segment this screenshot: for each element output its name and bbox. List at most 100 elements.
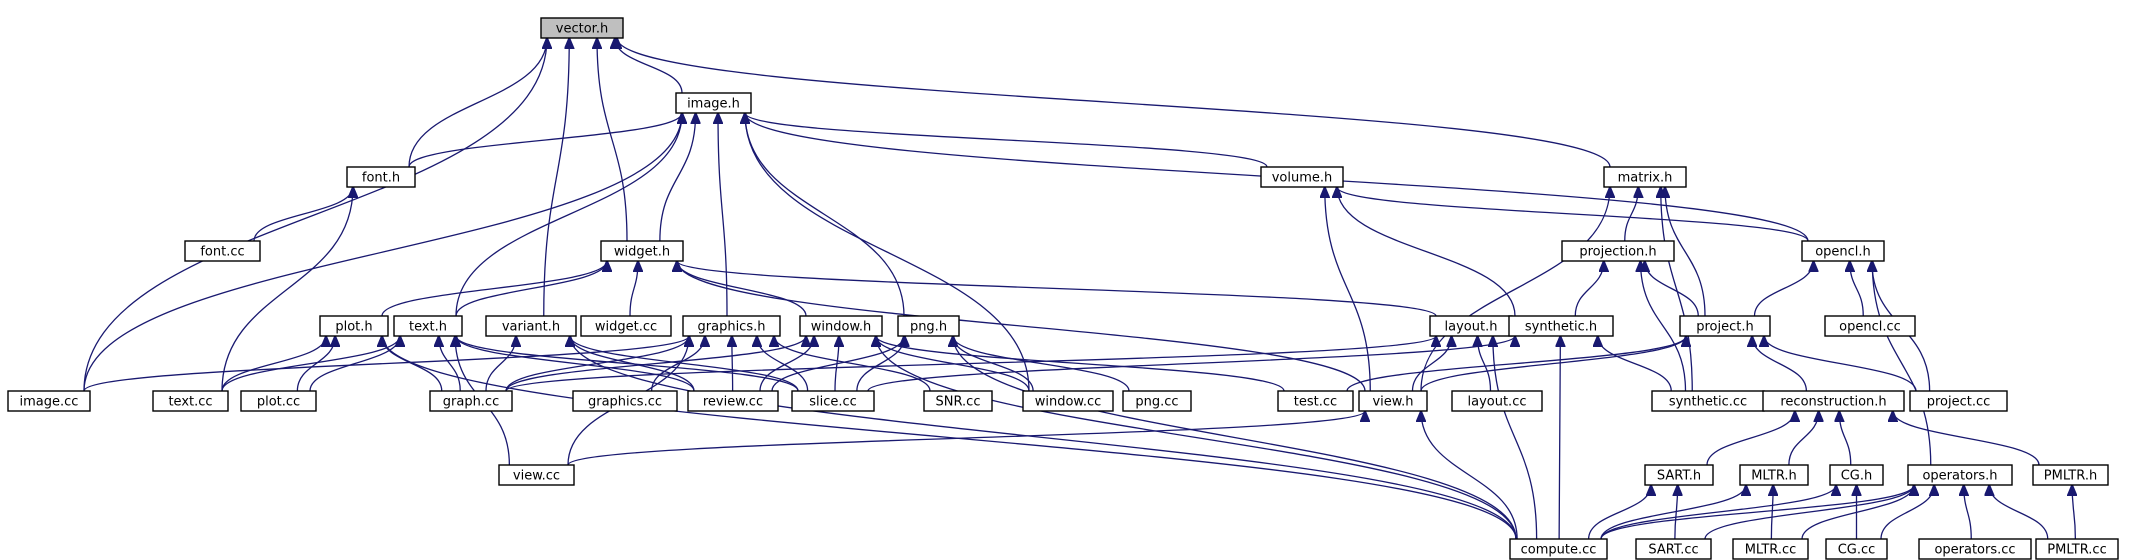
edge-text-h-to-widget-h bbox=[455, 261, 607, 317]
node-PMLTR-cc[interactable]: PMLTR.cc bbox=[2035, 538, 2119, 560]
edge-operators-cc-to-operators-h bbox=[1964, 485, 1972, 540]
node-layout-cc[interactable]: layout.cc bbox=[1451, 390, 1543, 412]
edge-graph-cc-to-variant-h bbox=[485, 336, 516, 392]
node-plot-h[interactable]: plot.h bbox=[319, 315, 389, 337]
node-graph-cc[interactable]: graph.cc bbox=[429, 390, 513, 412]
node-box bbox=[346, 166, 416, 188]
node-label: MLTR.cc bbox=[1745, 543, 1797, 558]
node-opencl-h[interactable]: opencl.h bbox=[1801, 240, 1885, 262]
node-PMLTR-h[interactable]: PMLTR.h bbox=[2032, 464, 2109, 486]
node-box bbox=[485, 315, 577, 337]
node-png-cc[interactable]: png.cc bbox=[1122, 390, 1192, 412]
node-label: text.cc bbox=[168, 395, 212, 410]
node-box bbox=[682, 315, 781, 337]
edge-compute-cc-to-MLTR-h bbox=[1600, 485, 1746, 540]
edge-png-h-to-image-h bbox=[745, 113, 905, 317]
edge-view-h-to-widget-h bbox=[677, 261, 1366, 392]
node-view-cc[interactable]: view.cc bbox=[498, 464, 575, 486]
node-box bbox=[184, 240, 261, 262]
node-png-h[interactable]: png.h bbox=[897, 315, 960, 337]
edges-layer bbox=[83, 38, 2075, 540]
edge-projection-h-to-matrix-h bbox=[1624, 187, 1639, 242]
edge-widget-cc-to-widget-h bbox=[629, 261, 638, 317]
node-window-h[interactable]: window.h bbox=[799, 315, 883, 337]
node-layout-h[interactable]: layout.h bbox=[1429, 315, 1513, 337]
node-label: compute.cc bbox=[1521, 543, 1597, 558]
node-label: volume.h bbox=[1272, 171, 1333, 186]
node-operators-h[interactable]: operators.h bbox=[1907, 464, 2013, 486]
node-MLTR-h[interactable]: MLTR.h bbox=[1739, 464, 1809, 486]
node-review-cc[interactable]: review.cc bbox=[687, 390, 779, 412]
node-SART-cc[interactable]: SART.cc bbox=[1635, 538, 1712, 560]
node-image-h[interactable]: image.h bbox=[675, 92, 752, 114]
node-volume-h[interactable]: volume.h bbox=[1260, 166, 1344, 188]
edge-PMLTR-cc-to-operators-h bbox=[1989, 485, 2049, 540]
node-vector-h[interactable]: vector.h bbox=[540, 17, 624, 39]
node-label: opencl.cc bbox=[1839, 320, 1901, 335]
node-label: synthetic.h bbox=[1525, 320, 1597, 335]
node-SART-h[interactable]: SART.h bbox=[1644, 464, 1714, 486]
edge-CG-cc-to-operators-h bbox=[1880, 485, 1934, 540]
node-project-h[interactable]: project.h bbox=[1679, 315, 1771, 337]
node-synthetic-cc[interactable]: synthetic.cc bbox=[1651, 390, 1765, 412]
node-box bbox=[1509, 538, 1608, 560]
edge-volume-h-to-image-h bbox=[745, 113, 1268, 168]
node-label: view.h bbox=[1372, 395, 1413, 410]
edge-review-cc-to-window-h bbox=[759, 336, 814, 392]
edge-SART-h-to-reconstruction-h bbox=[1706, 411, 1795, 466]
node-compute-cc[interactable]: compute.cc bbox=[1509, 538, 1608, 560]
edge-compute-cc-to-plot-h bbox=[382, 336, 1517, 540]
node-MLTR-cc[interactable]: MLTR.cc bbox=[1732, 538, 1809, 560]
node-test-cc[interactable]: test.cc bbox=[1277, 390, 1354, 412]
node-operators-cc[interactable]: operators.cc bbox=[1918, 538, 2032, 560]
node-slice-cc[interactable]: slice.cc bbox=[791, 390, 875, 412]
edge-test-cc-to-window-h bbox=[876, 336, 1285, 392]
node-label: slice.cc bbox=[809, 395, 857, 410]
node-graphics-h[interactable]: graphics.h bbox=[682, 315, 781, 337]
edge-plot-cc-to-plot-h bbox=[296, 336, 335, 392]
node-label: png.h bbox=[910, 320, 947, 335]
node-graphics-cc[interactable]: graphics.cc bbox=[572, 390, 678, 412]
node-box bbox=[2035, 538, 2119, 560]
node-reconstruction-h[interactable]: reconstruction.h bbox=[1762, 390, 1905, 412]
node-image-cc[interactable]: image.cc bbox=[7, 390, 91, 412]
node-label: synthetic.cc bbox=[1669, 395, 1747, 410]
node-text-cc[interactable]: text.cc bbox=[152, 390, 229, 412]
edge-graphics-cc-to-graphics-h bbox=[650, 336, 705, 392]
node-CG-h[interactable]: CG.h bbox=[1829, 464, 1884, 486]
node-synthetic-h[interactable]: synthetic.h bbox=[1508, 315, 1614, 337]
node-box bbox=[152, 390, 229, 412]
node-view-h[interactable]: view.h bbox=[1358, 390, 1428, 412]
node-plot-cc[interactable]: plot.cc bbox=[240, 390, 317, 412]
node-opencl-cc[interactable]: opencl.cc bbox=[1824, 315, 1916, 337]
node-widget-cc[interactable]: widget.cc bbox=[580, 315, 672, 337]
node-label: vector.h bbox=[556, 22, 608, 37]
edge-compute-cc-to-SART-h bbox=[1587, 485, 1651, 540]
node-font-cc[interactable]: font.cc bbox=[184, 240, 261, 262]
node-box bbox=[1277, 390, 1354, 412]
node-CG-cc[interactable]: CG.cc bbox=[1825, 538, 1888, 560]
node-SNR-cc[interactable]: SNR.cc bbox=[923, 390, 993, 412]
edge-PMLTR-cc-to-PMLTR-h bbox=[2072, 485, 2075, 540]
edge-review-cc-to-graphics-h bbox=[732, 336, 733, 392]
node-label: font.h bbox=[362, 171, 400, 186]
node-text-h[interactable]: text.h bbox=[393, 315, 463, 337]
edge-png-cc-to-png-h bbox=[953, 336, 1130, 392]
node-font-h[interactable]: font.h bbox=[346, 166, 416, 188]
node-box bbox=[799, 315, 883, 337]
node-label: operators.cc bbox=[1934, 543, 2015, 558]
edge-view-h-to-layout-h bbox=[1411, 336, 1452, 392]
node-label: test.cc bbox=[1294, 395, 1337, 410]
node-variant-h[interactable]: variant.h bbox=[485, 315, 577, 337]
node-projection-h[interactable]: projection.h bbox=[1561, 240, 1675, 262]
node-matrix-h[interactable]: matrix.h bbox=[1603, 166, 1687, 188]
node-widget-h[interactable]: widget.h bbox=[600, 240, 684, 262]
node-label: view.cc bbox=[513, 469, 560, 484]
node-label: variant.h bbox=[502, 320, 560, 335]
node-label: font.cc bbox=[200, 245, 244, 260]
node-label: plot.cc bbox=[257, 395, 300, 410]
node-label: SART.h bbox=[1657, 469, 1701, 484]
edge-project-cc-to-project-h bbox=[1764, 336, 1917, 392]
node-project-cc[interactable]: project.cc bbox=[1909, 390, 2008, 412]
node-window-cc[interactable]: window.cc bbox=[1022, 390, 1114, 412]
